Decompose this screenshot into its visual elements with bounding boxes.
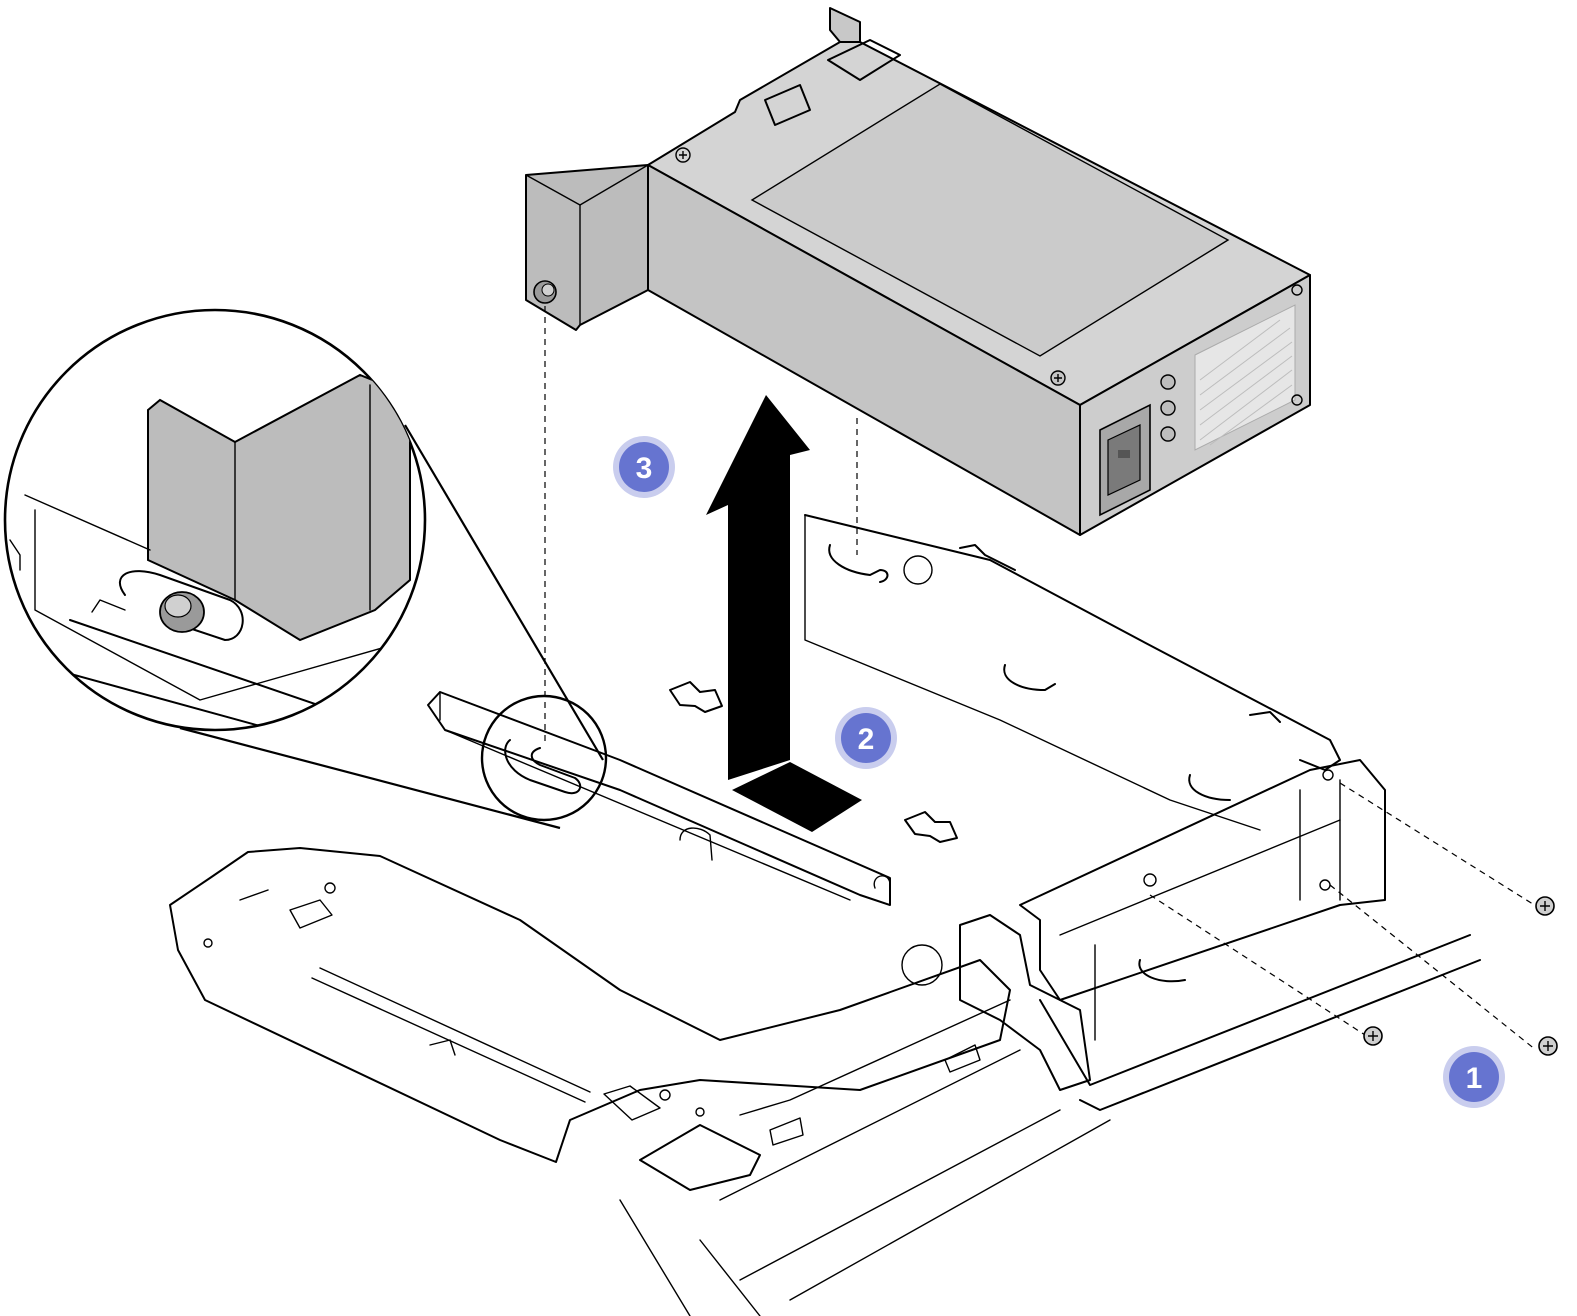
callout-step-3: 3 (613, 436, 675, 498)
callout-label-2: 2 (858, 723, 875, 756)
alignment-guides (544, 306, 1537, 1051)
callout-label-1: 1 (1466, 1062, 1483, 1095)
screw-icon (1363, 1026, 1383, 1046)
chassis-tray (169, 847, 1011, 1163)
screw-icon (1538, 1036, 1558, 1056)
magnifier-circle (3, 308, 608, 830)
callout-step-1: 1 (1443, 1046, 1505, 1108)
floor-slot-marks (669, 681, 958, 843)
chassis-bracket (427, 514, 1481, 1316)
screw-icon (1535, 896, 1555, 916)
callout-label-3: 3 (636, 452, 653, 485)
callout-step-2: 2 (835, 707, 897, 769)
up-arrow-icon (706, 395, 862, 832)
power-supply-unit (525, 7, 1311, 536)
